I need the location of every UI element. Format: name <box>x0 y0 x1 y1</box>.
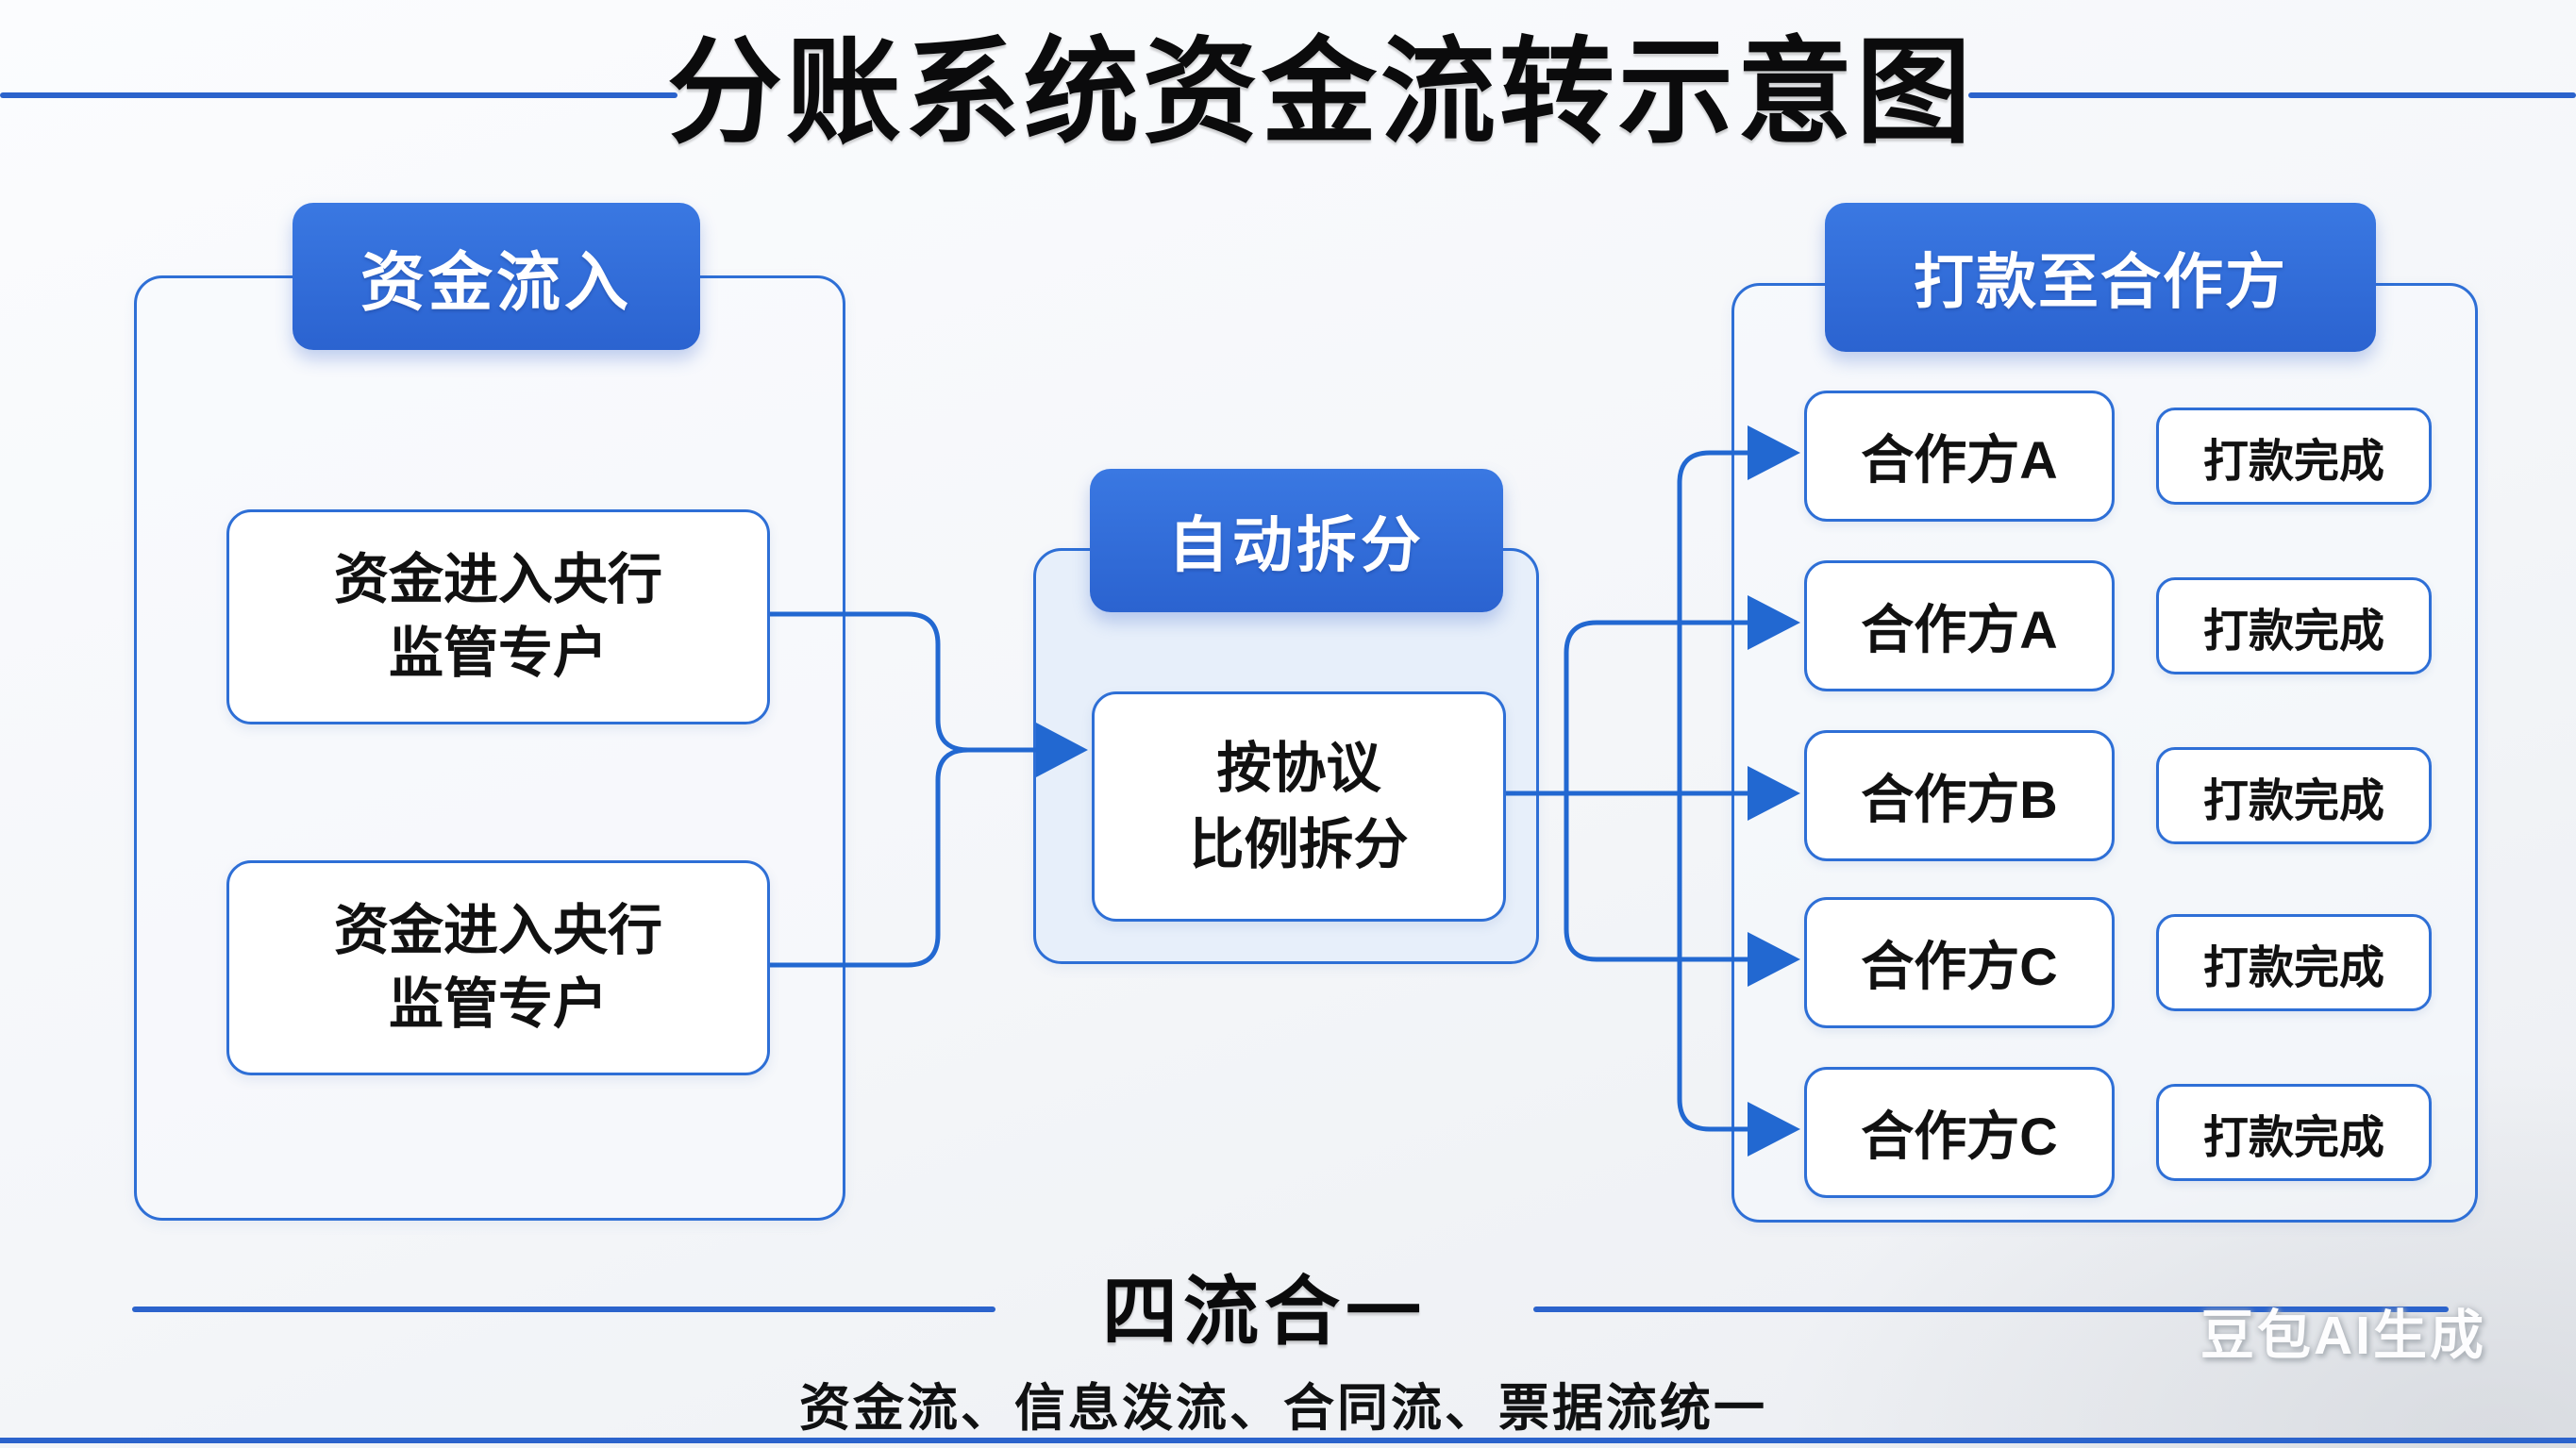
bottom-edge-line <box>0 1438 2576 1443</box>
inflow-box-2-line-2: 监管专户 <box>388 974 608 1035</box>
split-ratio-box: 按协议 比例拆分 <box>1092 691 1506 922</box>
status-badge: 打款完成 <box>2156 747 2432 844</box>
inflow-box-1-line-1: 资金进入央行 <box>333 548 662 610</box>
status-badge: 打款完成 <box>2156 1084 2432 1181</box>
footer-subtitle: 资金流、信息泼流、合同流、票据流统一 <box>799 1380 1767 1437</box>
footer-divider-right <box>1533 1307 2449 1312</box>
inflow-box-1-line-2: 监管专户 <box>388 623 608 684</box>
partner-box: 合作方A <box>1804 560 2115 691</box>
partner-box: 合作方C <box>1804 897 2115 1028</box>
partner-row-3: 合作方B 打款完成 <box>1804 730 2474 861</box>
title-divider-right <box>1968 92 2576 98</box>
inflow-header: 资金流入 <box>293 203 700 350</box>
partner-box: 合作方A <box>1804 391 2115 522</box>
title-divider-left <box>0 92 677 98</box>
footer-divider-left <box>132 1307 995 1312</box>
status-badge: 打款完成 <box>2156 577 2432 674</box>
inflow-box-2-line-1: 资金进入央行 <box>333 899 662 961</box>
page-title: 分账系统资金流转示意图 <box>667 28 1975 157</box>
inflow-container <box>134 275 845 1221</box>
watermark: 豆包AI生成 <box>2200 1306 2486 1366</box>
partner-row-5: 合作方C 打款完成 <box>1804 1067 2474 1198</box>
status-badge: 打款完成 <box>2156 408 2432 505</box>
payout-header: 打款至合作方 <box>1825 203 2376 352</box>
partner-box: 合作方B <box>1804 730 2115 861</box>
partner-row-2: 合作方A 打款完成 <box>1804 560 2474 691</box>
partner-box: 合作方C <box>1804 1067 2115 1198</box>
inflow-box-1: 资金进入央行 监管专户 <box>226 509 770 724</box>
split-ratio-line-1: 按协议 <box>1216 737 1381 799</box>
connector-branch-row2 <box>1564 620 1750 796</box>
connector-branch-row4 <box>1564 791 1750 962</box>
split-header: 自动拆分 <box>1090 469 1503 612</box>
partner-row-4: 合作方C 打款完成 <box>1804 897 2474 1028</box>
status-badge: 打款完成 <box>2156 914 2432 1011</box>
split-ratio-line-2: 比例拆分 <box>1189 814 1409 875</box>
inflow-box-2: 资金进入央行 监管专户 <box>226 860 770 1075</box>
footer-slogan: 四流合一 <box>1102 1270 1427 1354</box>
partner-row-1: 合作方A 打款完成 <box>1804 391 2474 522</box>
